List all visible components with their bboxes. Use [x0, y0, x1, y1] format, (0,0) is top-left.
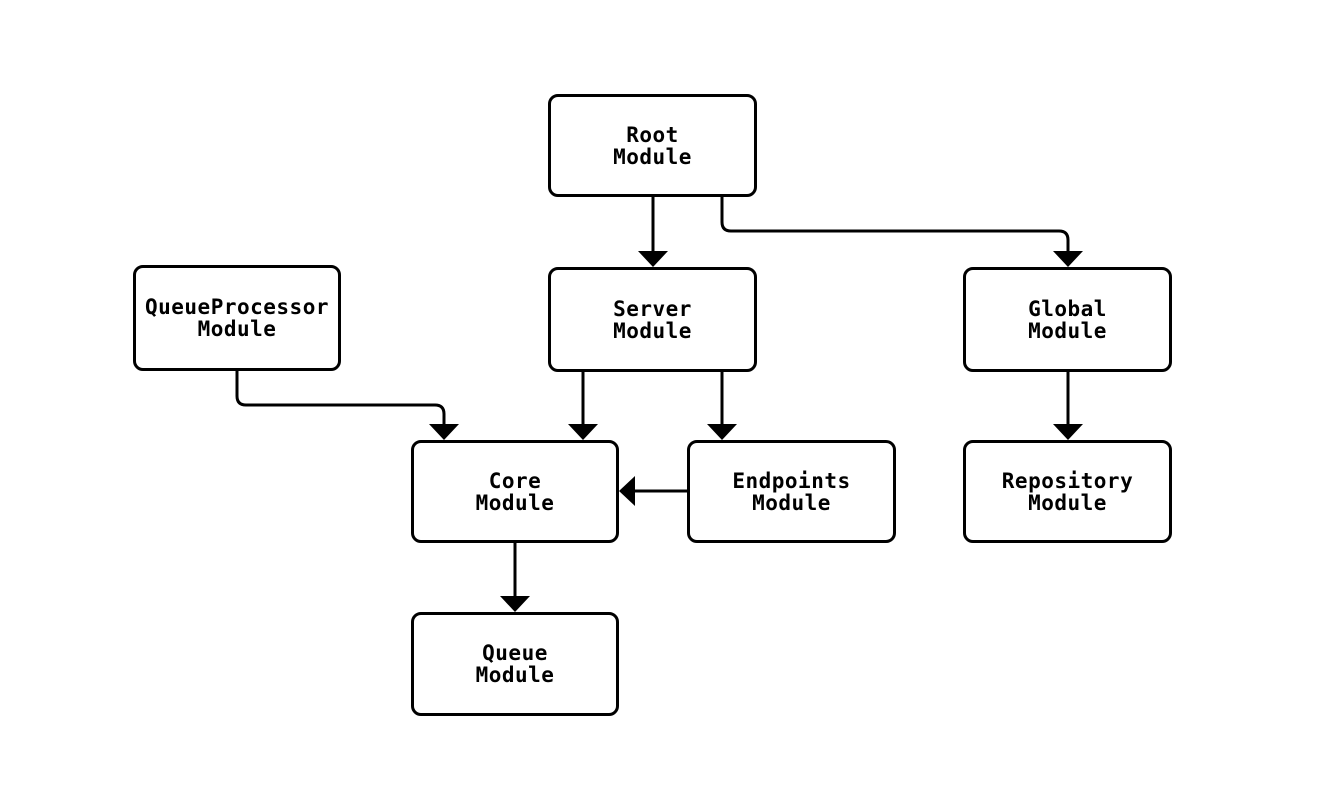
arrowhead-root-to-global — [1053, 251, 1083, 267]
arrowhead-root-to-server — [638, 251, 668, 267]
node-server-label-line: Module — [613, 318, 692, 343]
arrowhead-server-to-core — [568, 424, 598, 440]
edge-queueprocessor-to-core — [235, 371, 446, 424]
node-queueprocessor-label-line: Module — [197, 317, 277, 341]
node-root-label-line: Root — [626, 122, 679, 147]
node-core-label-line: Module — [475, 490, 555, 515]
node-repository-label-line: Module — [1028, 490, 1107, 515]
edge-root-to-global — [720, 197, 1070, 251]
node-queue-label-line: Queue — [482, 641, 548, 665]
node-core-label-line: Core — [488, 468, 542, 493]
node-global-label-line: Module — [1028, 318, 1107, 343]
node-endpoints-label-line: Endpoints — [732, 468, 851, 493]
node-endpoints-label-line: Module — [752, 490, 831, 515]
arrowhead-server-to-endpoints — [707, 424, 737, 440]
arrowhead-endpoints-to-core — [619, 476, 635, 506]
node-root-label-line: Module — [613, 144, 692, 169]
arrowhead-queueprocessor-to-core — [429, 424, 459, 440]
node-queue-label-line: Module — [475, 663, 555, 687]
node-queueprocessor-label-line: QueueProcessor — [144, 295, 329, 319]
arrowhead-global-to-repository — [1053, 424, 1083, 440]
arrowhead-core-to-queue — [500, 596, 530, 612]
node-server-label-line: Server — [613, 296, 692, 321]
node-repository-label-line: Repository — [1001, 468, 1134, 493]
node-global-label-line: Global — [1028, 296, 1107, 321]
